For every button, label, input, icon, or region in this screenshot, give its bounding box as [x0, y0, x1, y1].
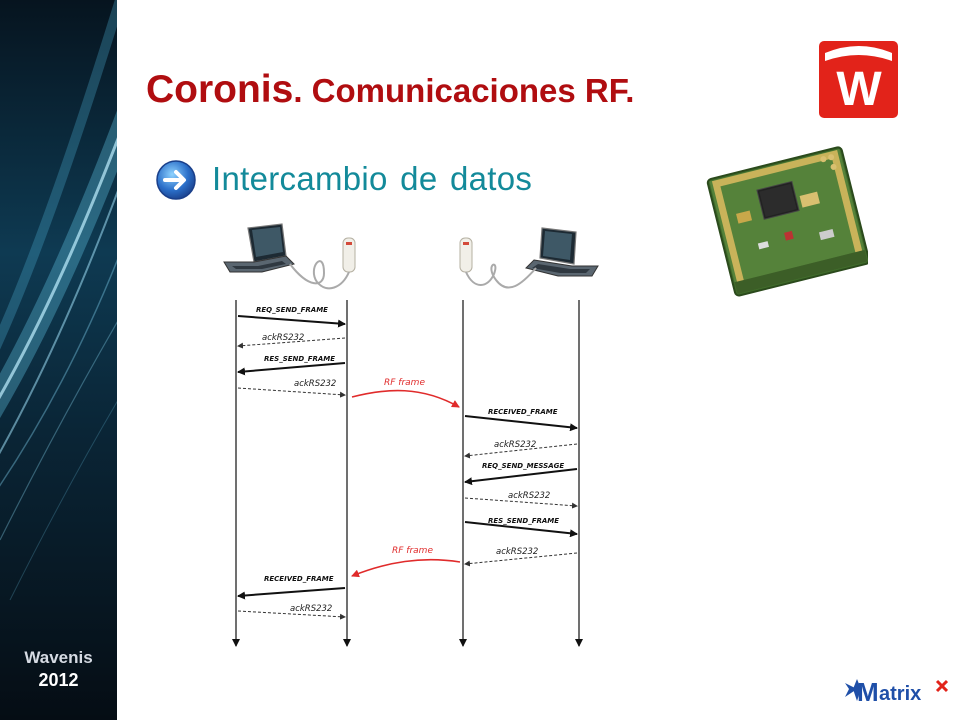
msg-label: ackRS232 [494, 440, 536, 450]
msg-label: ackRS232 [496, 547, 538, 557]
msg-label: ackRS232 [290, 604, 332, 614]
matrix-logo-text: atrix [879, 683, 921, 705]
msg-ack-rs232 [237, 610, 346, 620]
msg-ack-rs232 [464, 443, 578, 459]
msg-rf-frame [351, 558, 461, 578]
sequence-diagram: REQ_SEND_FRAME ackRS232 RES_SEND_FRAME a… [223, 223, 599, 647]
msg-req-send-frame [237, 315, 346, 328]
page-title: Coronis. Comunicaciones RF. [146, 68, 634, 112]
wavenis-w-logo-letter: W [836, 63, 882, 116]
msg-ack-rs232 [237, 387, 346, 398]
msg-res-send-frame [237, 362, 346, 376]
matrix-logo: M atrix [845, 677, 948, 707]
title-part-2: . Comunicaciones RF. [293, 72, 635, 109]
left-serial-cable [289, 260, 350, 290]
laptop-icon [223, 223, 295, 273]
msg-received-frame [237, 587, 346, 600]
msg-label: RF frame [392, 546, 433, 556]
footer-brand-name: Wavenis [24, 648, 93, 667]
matrix-logo-letter: M [857, 677, 879, 707]
msg-label: REQ_SEND_MESSAGE [482, 462, 564, 470]
radio-modem-icon [342, 237, 356, 273]
msg-rf-frame [351, 389, 460, 408]
msg-ack-rs232 [464, 497, 578, 509]
msg-label: RF frame [384, 378, 425, 388]
right-serial-cable [465, 263, 537, 289]
section-heading-text: Intercambio de datos [212, 160, 533, 197]
sidebar: Wavenis 2012 [0, 0, 117, 720]
msg-res-send-frame [464, 521, 578, 538]
msg-received-frame [464, 415, 578, 432]
radio-modem-icon [459, 237, 473, 273]
laptop-icon [525, 227, 599, 277]
msg-label: ackRS232 [262, 333, 304, 343]
msg-label: ackRS232 [508, 491, 550, 501]
arrow-right-circle-icon [156, 160, 196, 200]
msg-label: RECEIVED_FRAME [488, 408, 558, 416]
msg-label: RES_SEND_FRAME [488, 517, 559, 525]
title-part-1: Coronis [146, 68, 294, 111]
sidebar-background [0, 0, 117, 720]
wavenis-module-board [706, 146, 868, 297]
msg-ack-rs232 [237, 337, 346, 349]
msg-req-send-message [464, 468, 578, 486]
msg-ack-rs232 [464, 552, 578, 567]
msg-label: RES_SEND_FRAME [264, 355, 335, 363]
wavenis-w-logo: W [819, 41, 898, 118]
msg-label: RECEIVED_FRAME [264, 575, 334, 583]
footer-year: 2012 [38, 670, 79, 690]
msg-label: ackRS232 [294, 379, 336, 389]
msg-label: REQ_SEND_FRAME [256, 306, 328, 314]
footer-brand: Wavenis 2012 [0, 646, 117, 692]
